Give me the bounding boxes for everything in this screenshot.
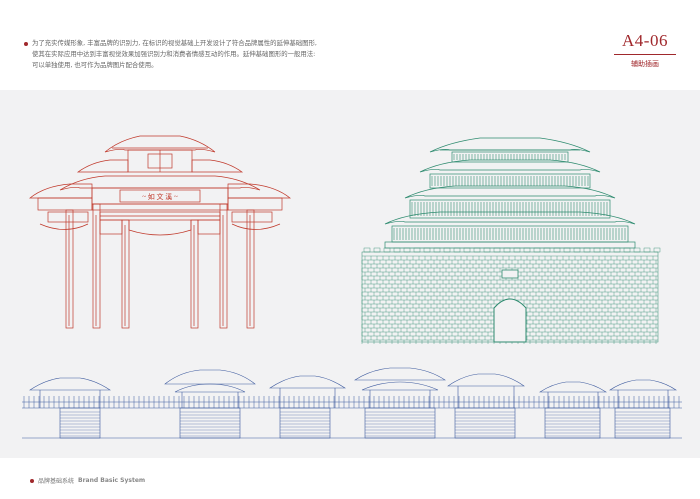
gate-plaque (501, 269, 519, 279)
section-subtitle: 辅助插画 (631, 60, 659, 68)
footer-en: Brand Basic System (78, 477, 146, 484)
bridge-railing-posts (23, 396, 680, 408)
gate-arch (493, 298, 527, 343)
bridge-illustration (22, 367, 682, 439)
svg-text:~ 如 文 溪 ~: ~ 如 文 溪 ~ (142, 192, 178, 201)
intro-text: 为了充实传媒形象, 丰富品牌的识别力, 在标识的视觉基础上开发设计了符合品牌属性… (24, 38, 402, 71)
bridge-pier-hatching (60, 411, 670, 437)
bullet-dot (24, 42, 28, 46)
section-code-block: A4-06 辅助插画 (610, 30, 680, 69)
section-code: A4-06 (622, 31, 668, 50)
section-divider (614, 54, 676, 55)
footer-dot (30, 478, 34, 483)
illustration-canvas: ~ 如 文 溪 ~ (22, 135, 682, 439)
illustration-panel: ~ 如 文 溪 ~ (0, 90, 700, 458)
footer: 品牌基础系统 Brand Basic System (30, 476, 145, 485)
gate-tower-windows (393, 154, 626, 240)
intro-line-2: 使其在实际应用中达到丰富视觉效果加强识别力和消费者情感互动的作用。延伸基础图形的… (32, 50, 316, 58)
intro-line-3: 可以单独使用, 也可作为品牌图片配合使用。 (32, 61, 158, 69)
gate-tower-illustration (384, 137, 636, 249)
intro-line-1: 为了充实传媒形象, 丰富品牌的识别力, 在标识的视觉基础上开发设计了符合品牌属性… (32, 39, 317, 47)
footer-cn: 品牌基础系统 (38, 478, 75, 485)
archway-illustration: ~ 如 文 溪 ~ (29, 135, 291, 329)
